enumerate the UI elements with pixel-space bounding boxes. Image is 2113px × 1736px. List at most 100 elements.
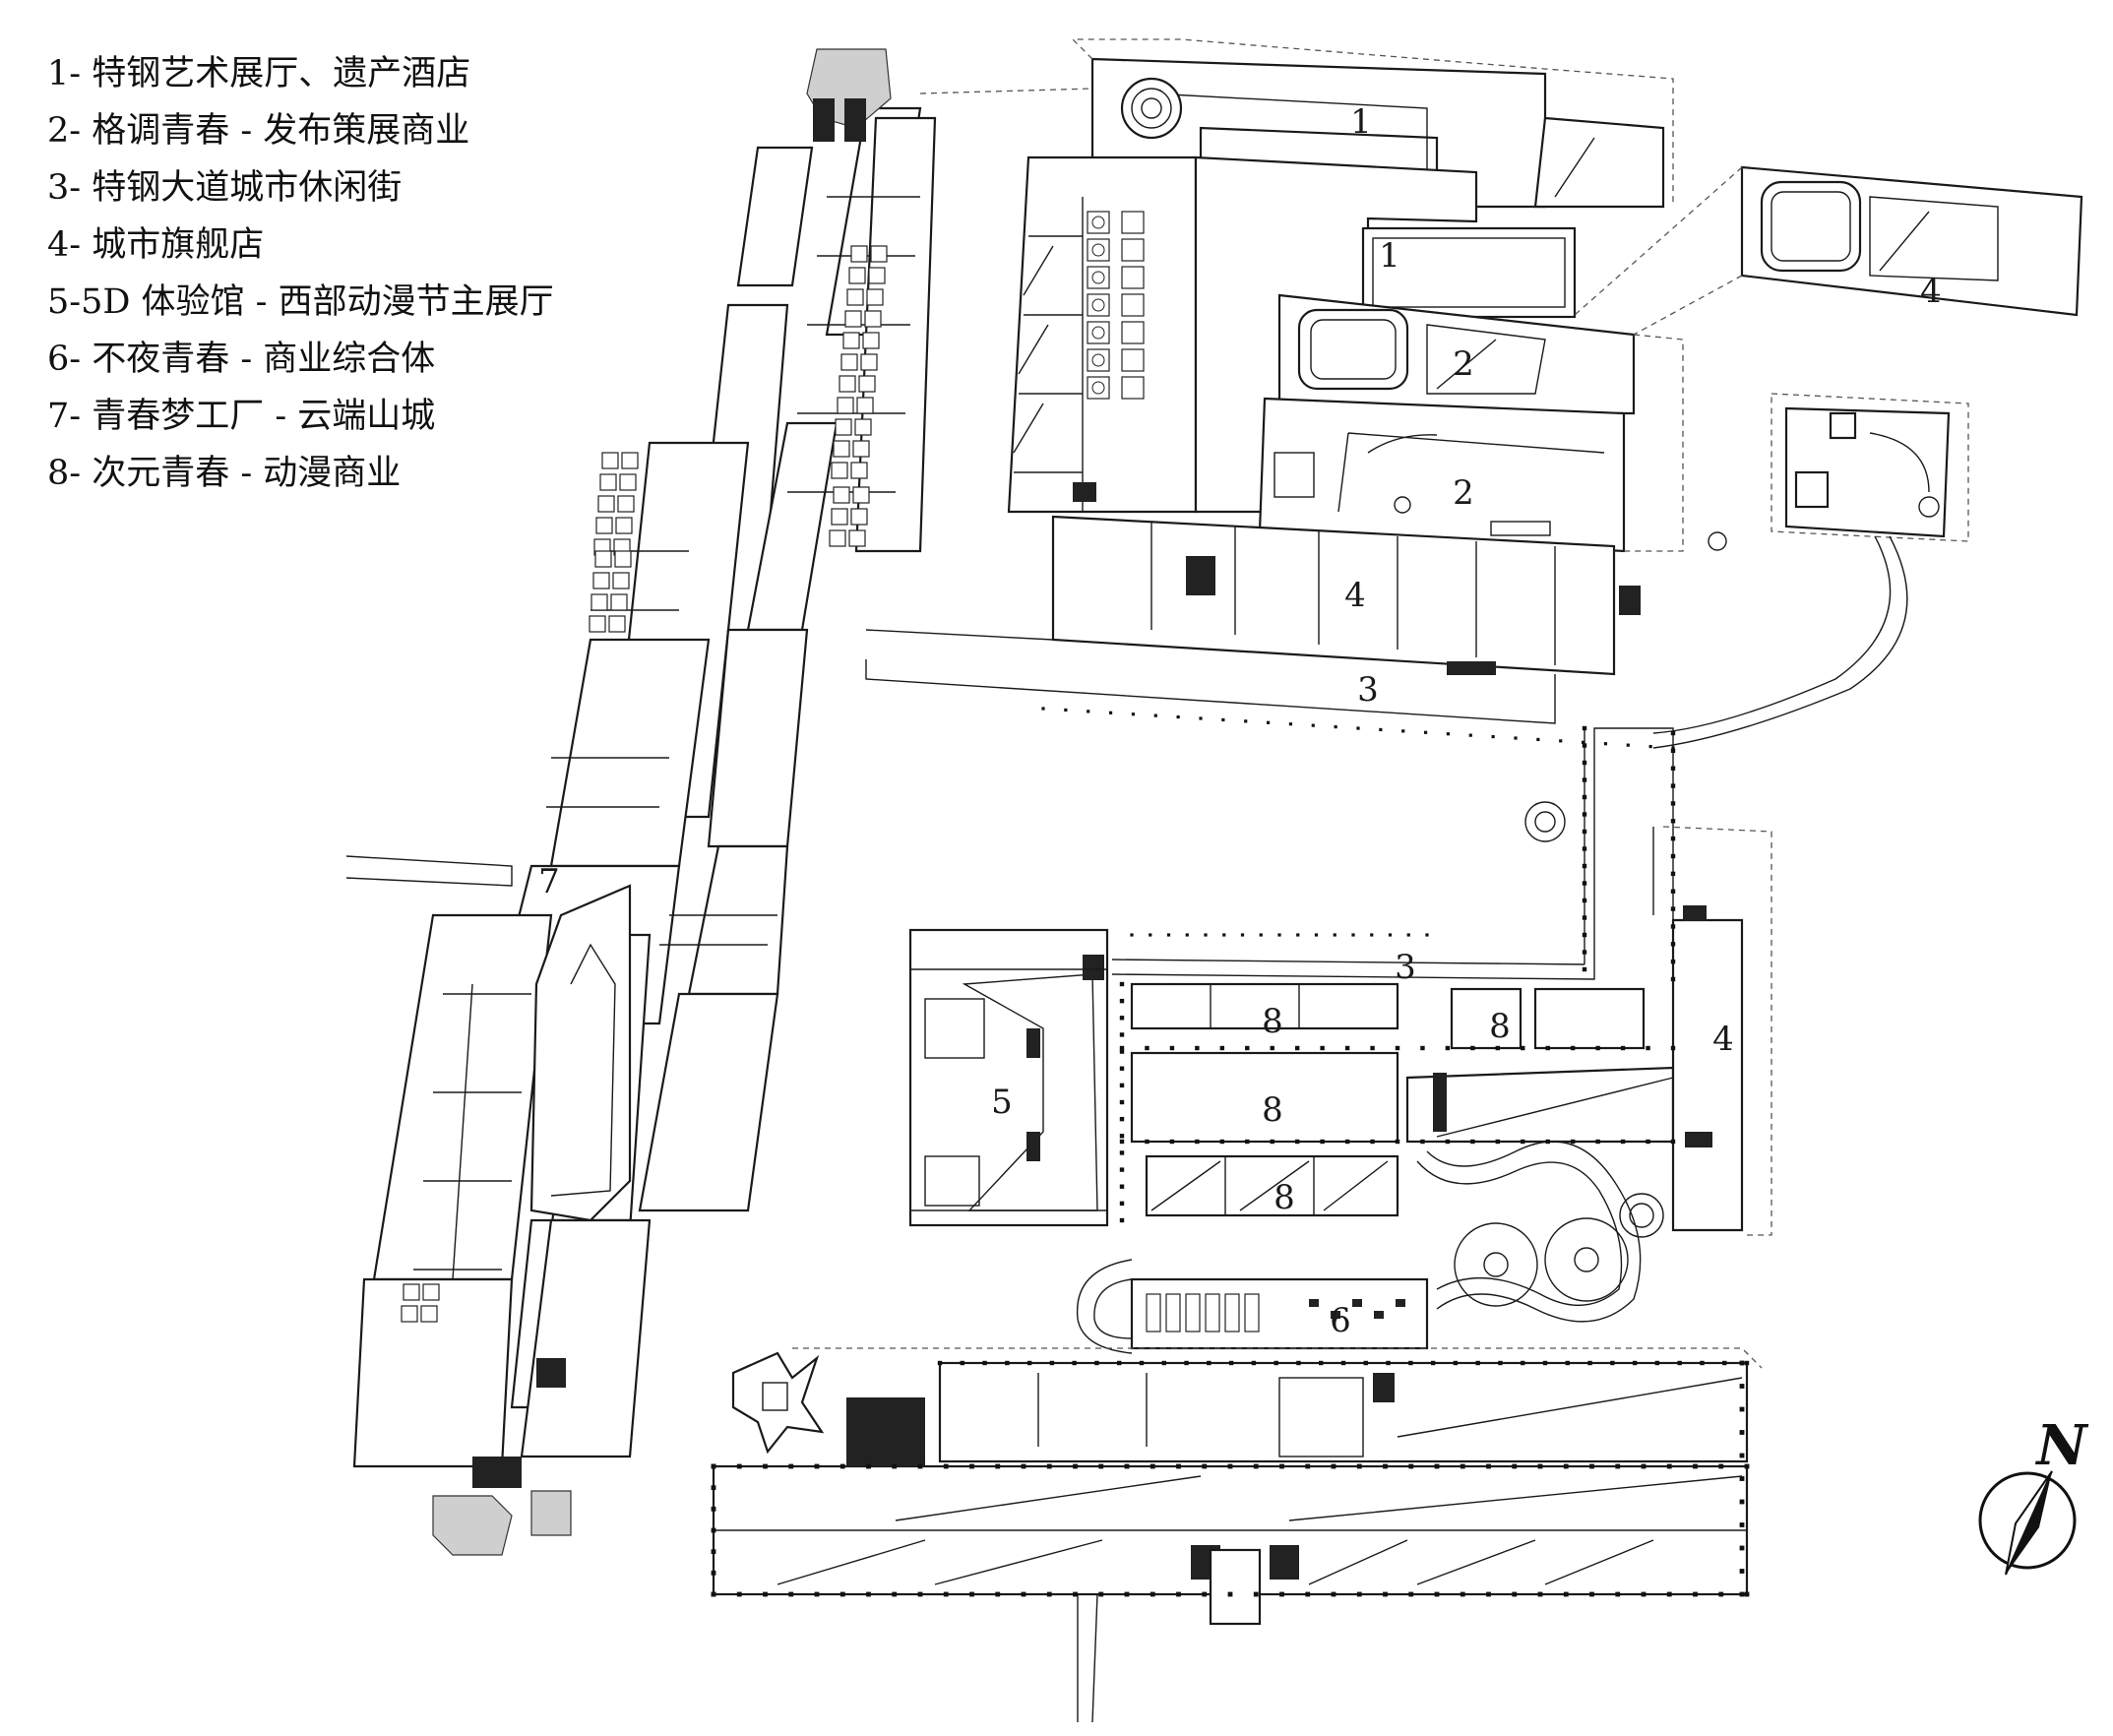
column-dot	[1589, 1591, 1594, 1597]
column-dot	[917, 1591, 923, 1597]
room-module	[870, 245, 888, 263]
column-dot	[1670, 853, 1676, 859]
zone-label-8c: 8	[1262, 1090, 1283, 1130]
column-dot	[711, 1463, 716, 1469]
column-dot	[1582, 794, 1587, 800]
column-dot	[1582, 932, 1587, 938]
column-dot	[1320, 1139, 1325, 1145]
column-dot	[1119, 1184, 1125, 1189]
column-dot	[1542, 1360, 1548, 1366]
room-module	[595, 517, 613, 534]
legend-item-3: 3- 特钢大道城市休闲街	[47, 168, 403, 208]
column-dot	[1370, 1139, 1375, 1145]
room-module	[833, 440, 850, 458]
column-dot	[1331, 1591, 1336, 1597]
column-dot	[1646, 1045, 1650, 1051]
column-dot	[943, 1463, 949, 1469]
column-dot	[1119, 1049, 1125, 1054]
column-dot	[1654, 1360, 1660, 1366]
column-dot	[1064, 708, 1068, 713]
column-dot	[1046, 1591, 1052, 1597]
column-dot	[1521, 1139, 1525, 1145]
column-dot	[1670, 766, 1676, 771]
legend-item-1: 1- 特钢艺术展厅、遗产酒店	[47, 54, 471, 93]
column-dot	[1739, 1430, 1745, 1435]
zone-label-6: 6	[1330, 1301, 1351, 1340]
column-dot	[1041, 707, 1045, 711]
kitchen-module	[1091, 326, 1105, 340]
room-module	[850, 462, 868, 479]
column-dot	[1582, 881, 1587, 886]
column-dot	[1521, 1045, 1525, 1051]
column-dot	[1670, 730, 1676, 736]
unit-module	[1185, 1293, 1201, 1333]
column-dot	[1270, 1139, 1274, 1145]
room-module	[848, 267, 866, 284]
column-dot	[917, 1463, 923, 1469]
column-dot	[1245, 1045, 1250, 1051]
column-dot	[1383, 1463, 1388, 1469]
column-dot	[1119, 1045, 1125, 1051]
column-dot	[1094, 1360, 1099, 1366]
unit-module	[1205, 1293, 1220, 1333]
kitchen-module	[1091, 216, 1105, 229]
column-dot	[1245, 1139, 1250, 1145]
zone-label-8a: 8	[1262, 1002, 1283, 1041]
kitchen-module	[1091, 271, 1105, 284]
column-dot	[1145, 1045, 1150, 1051]
column-dot	[1739, 1569, 1745, 1574]
column-dot	[1395, 1045, 1400, 1051]
room-module	[856, 397, 874, 414]
column-dot	[1545, 1139, 1550, 1145]
column-dot	[1620, 1139, 1626, 1145]
column-dot	[1021, 1463, 1026, 1469]
column-dot	[1207, 1360, 1212, 1366]
column-dot	[1406, 933, 1410, 937]
zone-label-4b: 4	[1920, 272, 1942, 311]
column-dot	[1581, 740, 1585, 744]
column-dot	[711, 1506, 716, 1512]
column-dot	[969, 1463, 974, 1469]
column-dot	[711, 1570, 716, 1576]
column-dot	[1495, 1045, 1501, 1051]
room-module	[590, 593, 608, 611]
column-dot	[1351, 933, 1355, 937]
column-dot	[1537, 1591, 1543, 1597]
column-dot	[788, 1463, 794, 1469]
column-dot	[960, 1360, 964, 1366]
unit-module	[1165, 1293, 1181, 1333]
column-dot	[1305, 1591, 1311, 1597]
legend-item-6: 6- 不夜青春 - 商业综合体	[47, 340, 436, 379]
column-dot	[736, 1463, 742, 1469]
column-dot	[1739, 1476, 1745, 1481]
column-dot	[1176, 1463, 1181, 1469]
column-dot	[1333, 933, 1336, 937]
column-dot	[1666, 1463, 1672, 1469]
column-dot	[1150, 1591, 1155, 1597]
column-dot	[1356, 726, 1360, 730]
kitchen-module	[1121, 376, 1145, 400]
column-dot	[969, 1591, 974, 1597]
column-dot	[1305, 1463, 1311, 1469]
column-dot	[1453, 1360, 1459, 1366]
column-dot	[982, 1360, 987, 1366]
column-dot	[1119, 1016, 1125, 1021]
column-dot	[1739, 1453, 1745, 1458]
column-dot	[1563, 1591, 1569, 1597]
column-dot	[1195, 1139, 1200, 1145]
column-dot	[1425, 933, 1429, 937]
column-dot	[1595, 1139, 1600, 1145]
column-dot	[839, 1463, 845, 1469]
column-dot	[1166, 933, 1171, 937]
column-dot	[1334, 724, 1337, 729]
column-dot	[788, 1591, 794, 1597]
column-dot	[1514, 736, 1518, 740]
room-module	[608, 615, 626, 633]
legend-item-8: 8- 次元青春 - 动漫商业	[47, 454, 402, 493]
column-dot	[1087, 710, 1090, 713]
column-dot	[1202, 1463, 1208, 1469]
column-dot	[1199, 716, 1203, 720]
column-dot	[1228, 1360, 1234, 1366]
column-dot	[1420, 1045, 1425, 1051]
column-dot	[1563, 1463, 1569, 1469]
